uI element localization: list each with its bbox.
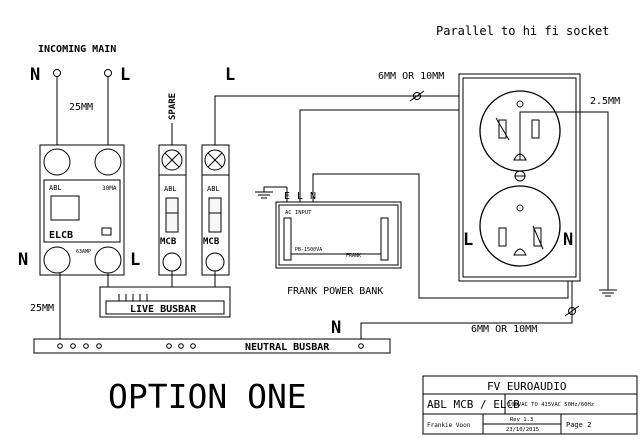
title-block-spec: 100VAC TO 415VAC 50Hz/60Hz — [508, 402, 594, 408]
elcb-rating: 30MA — [102, 185, 117, 192]
mcb1-brand: ABL — [164, 185, 177, 193]
live-cable-break — [409, 90, 425, 102]
mcb-unit-2: ABL MCB — [201, 144, 230, 276]
mcb1-toggle — [165, 197, 179, 233]
socket-earth-wire — [519, 111, 609, 290]
socket-earth-cable: 2.5MM — [590, 96, 620, 107]
mcb-unit-1: ABL MCB — [158, 144, 187, 276]
socket-n-label: N — [563, 230, 573, 250]
socket-outlet-bottom — [479, 185, 561, 267]
socket-top-neutral-pin — [531, 119, 540, 139]
title-block-company: FV EUROAUDIO — [487, 380, 566, 393]
mcb2-name: MCB — [203, 237, 220, 247]
neutral-cable-break — [564, 305, 580, 317]
incoming-l-terminal — [104, 69, 112, 77]
diagram-title: OPTION ONE — [108, 377, 307, 416]
mcb1-name: MCB — [160, 237, 177, 247]
elcb-name: ELCB — [49, 230, 73, 241]
power-bank-model: PB-1500VA — [295, 247, 322, 253]
header-note: Parallel to hi fi socket — [436, 24, 609, 38]
elcb-brand: ABL — [49, 184, 62, 192]
power-bank-neutral-wire — [312, 173, 569, 299]
incoming-n-label: N — [30, 65, 40, 85]
spare-l-label: L — [225, 65, 235, 85]
elcb-amp: 63AMP — [76, 249, 91, 255]
elcb-test-window — [50, 195, 80, 221]
mcb2-toggle — [208, 197, 222, 233]
elcb-unit: ABL 30MA ELCB 63AMP — [39, 144, 125, 276]
elcb-n-label: N — [18, 250, 28, 270]
spare-label: SPARE — [168, 93, 178, 120]
neutral-cable-size: 25MM — [30, 303, 54, 314]
duplex-socket — [458, 73, 581, 282]
socket-top-earth-pin — [513, 153, 527, 161]
neutral-busbar: NEUTRAL BUSBAR — [33, 338, 391, 354]
incoming-l-label: L — [120, 65, 130, 85]
incoming-n-terminal — [53, 69, 61, 77]
incoming-main-title: INCOMING MAIN — [38, 44, 116, 55]
earth-wire-left — [263, 186, 287, 192]
power-bank-maker: FRANK — [346, 253, 361, 259]
frank-power-bank: AC INPUT PB-1500VA FRANK — [275, 201, 402, 269]
socket-cable-bottom: 6MM OR 10MM — [471, 324, 537, 335]
elcb-test-button — [101, 227, 112, 236]
title-block-subject: ABL MCB / ELCB — [427, 398, 520, 411]
socket-bottom-earth-pin — [513, 248, 527, 256]
title-block: FV EUROAUDIO ABL MCB / ELCB 100VAC TO 41… — [422, 375, 638, 435]
title-block-rev: Rev 1.3 — [510, 417, 533, 423]
mcb2-brand: ABL — [207, 185, 220, 193]
elcb-l-label: L — [130, 250, 140, 270]
neutral-n-label: N — [331, 318, 341, 338]
power-bank-caption: FRANK POWER BANK — [287, 286, 383, 297]
live-busbar: LIVE BUSBAR — [99, 286, 231, 318]
title-block-date: 23/10/2015 — [506, 427, 539, 433]
socket-l-label: L — [463, 230, 473, 250]
title-block-author: Frankie Voon — [427, 422, 471, 429]
title-block-page: Page 2 — [566, 421, 591, 429]
neutral-busbar-label: NEUTRAL BUSBAR — [245, 342, 330, 353]
live-busbar-label: LIVE BUSBAR — [130, 304, 197, 315]
socket-bottom-live-pin — [498, 227, 507, 247]
incoming-cable-size: 25MM — [69, 102, 93, 113]
socket-cable-top: 6MM OR 10MM — [378, 71, 444, 82]
power-bank-ac-input: AC INPUT — [285, 210, 312, 216]
